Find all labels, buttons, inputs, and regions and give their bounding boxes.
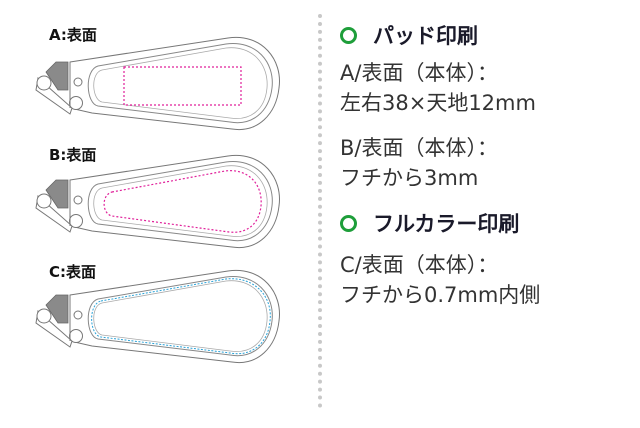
label-a: A:表面: [49, 26, 97, 44]
spec-b-line2: フチから3mm: [340, 166, 479, 190]
heading-text: パッド印刷: [373, 24, 478, 48]
divider: [318, 14, 322, 408]
heading-pad-print: パッド印刷: [340, 20, 478, 50]
heading-text: フルカラー印刷: [373, 212, 520, 236]
spec-c: C/表面（本体）： フチから0.7mm内側: [340, 250, 540, 310]
spec-c-line1: C/表面（本体）：: [340, 253, 499, 277]
print-area-c: [91, 278, 271, 355]
print-area-a: [123, 66, 242, 106]
device-a-illustration: [35, 36, 280, 131]
device-c-illustration: [35, 269, 280, 364]
label-b: B:表面: [49, 146, 97, 164]
spec-c-line2: フチから0.7mm内側: [340, 283, 541, 307]
spec-b-line1: B/表面（本体）：: [340, 136, 498, 160]
spec-b: B/表面（本体）： フチから3mm: [340, 133, 498, 193]
spec-a-line1: A/表面（本体）：: [340, 61, 498, 85]
spec-a-line2: 左右38×天地12mm: [340, 91, 536, 115]
circle-bullet-icon: [340, 214, 357, 232]
spec-a: A/表面（本体）： 左右38×天地12mm: [340, 58, 536, 118]
heading-full-color-print: フルカラー印刷: [340, 208, 519, 238]
circle-bullet-icon: [340, 26, 357, 44]
label-c: C:表面: [49, 263, 97, 281]
